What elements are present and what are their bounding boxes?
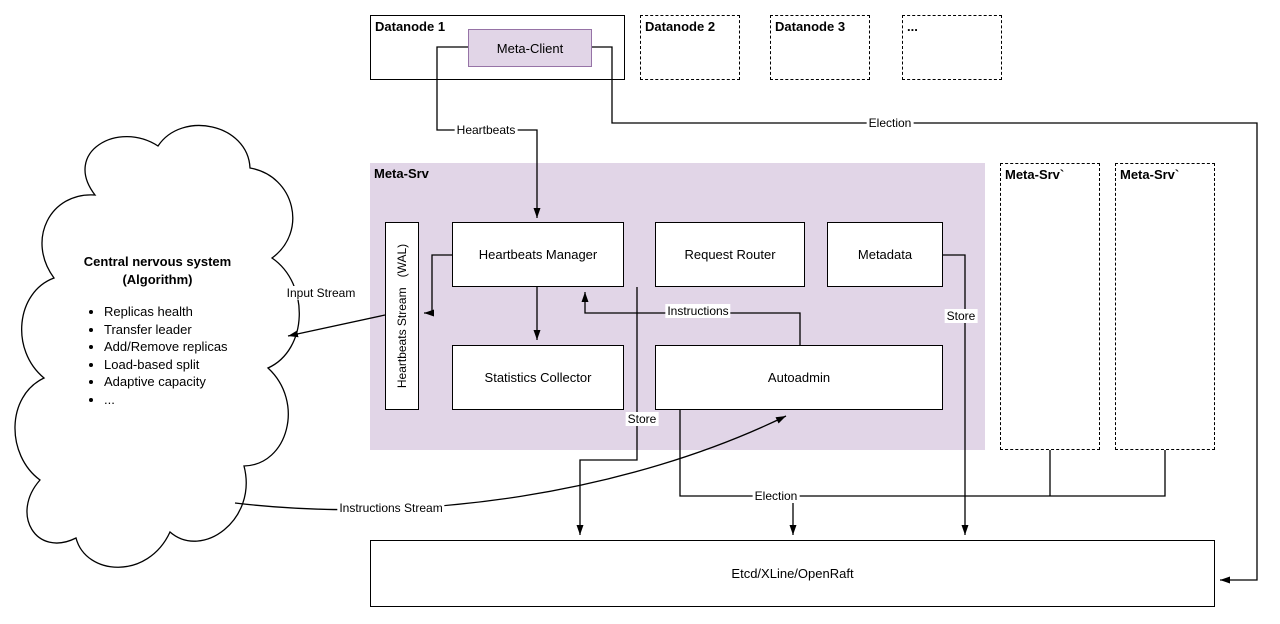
cloud-list-wrap: Replicas health Transfer leader Add/Remo… (86, 303, 286, 408)
datanode-1-label: Datanode 1 (375, 19, 446, 34)
cloud-title-line2: (Algorithm) (122, 272, 193, 287)
meta-srv-standby-2-box: Meta-Srv` (1115, 163, 1215, 450)
meta-srv-standby-1-box: Meta-Srv` (1000, 163, 1100, 450)
datanode-more-box: ... (902, 15, 1002, 80)
meta-client-box: Meta-Client (468, 29, 592, 67)
datanode-3-label: Datanode 3 (775, 19, 846, 34)
heartbeats-manager-box: Heartbeats Manager (452, 222, 624, 287)
list-item: Replicas health (104, 303, 286, 321)
datanode-more-label: ... (907, 19, 918, 34)
list-item: Add/Remove replicas (104, 338, 286, 356)
election-bottom-edge-label: Election (752, 489, 800, 503)
request-router-box: Request Router (655, 222, 805, 287)
cloud-title-line1: Central nervous system (83, 254, 232, 269)
list-item: ... (104, 391, 286, 409)
list-item: Adaptive capacity (104, 373, 286, 391)
instructions-stream-edge-label: Instructions Stream (337, 501, 445, 515)
storage-box: Etcd/XLine/OpenRaft (370, 540, 1215, 607)
store-left-edge-label: Store (625, 412, 659, 426)
cloud-title: Central nervous system (Algorithm) (45, 253, 270, 289)
autoadmin-box: Autoadmin (655, 345, 943, 410)
heartbeats-edge-label: Heartbeats (454, 123, 518, 137)
datanode-3-box: Datanode 3 (770, 15, 870, 80)
meta-srv-standby-1-title: Meta-Srv` (1005, 167, 1065, 182)
list-item: Transfer leader (104, 321, 286, 339)
heartbeats-stream-wal-box: Heartbeats Stream (WAL) (385, 222, 419, 410)
meta-srv-title: Meta-Srv (374, 166, 429, 181)
election-top-edge-label: Election (866, 116, 914, 130)
algorithm-feature-list: Replicas health Transfer leader Add/Remo… (86, 303, 286, 408)
heartbeats-stream-wal-label: Heartbeats Stream (WAL) (395, 243, 410, 389)
datanode-2-box: Datanode 2 (640, 15, 740, 80)
metadata-box: Metadata (827, 222, 943, 287)
store-right-edge-label: Store (944, 309, 978, 323)
statistics-collector-box: Statistics Collector (452, 345, 624, 410)
input-stream-edge-label: Input Stream (284, 286, 358, 300)
instructions-edge-label: Instructions (665, 304, 731, 318)
list-item: Load-based split (104, 356, 286, 374)
meta-srv-standby-2-title: Meta-Srv` (1120, 167, 1180, 182)
datanode-2-label: Datanode 2 (645, 19, 716, 34)
